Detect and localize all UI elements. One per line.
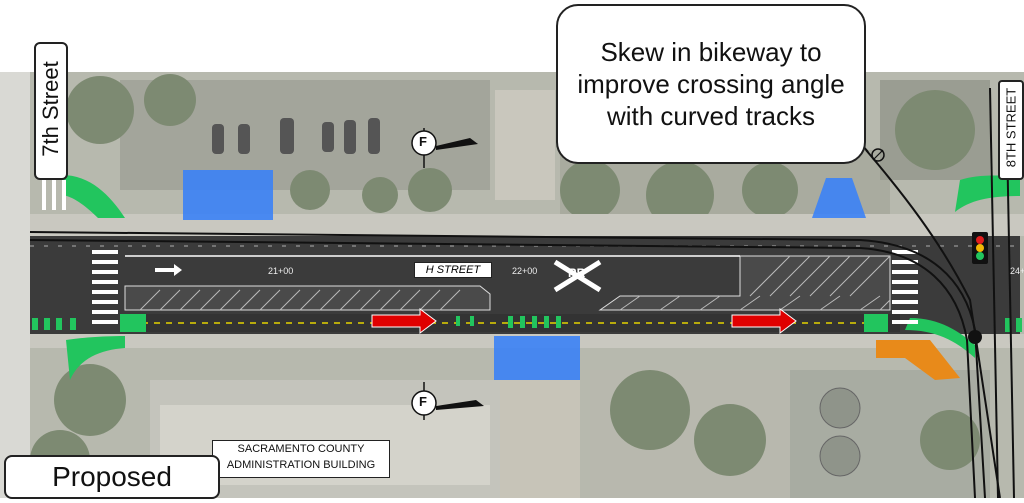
trees-north <box>66 74 975 229</box>
building-label-line1: SACRAMENTO COUNTY <box>237 443 365 455</box>
station-21: 21+00 <box>268 266 294 276</box>
signal-equipment-area <box>876 340 960 380</box>
f-symbol-south <box>411 382 484 420</box>
station-22: 22+00 <box>512 266 538 276</box>
crossing-marker <box>871 148 885 162</box>
callout-box: Skew in bikeway to improve crossing angl… <box>556 4 866 164</box>
lane-markings <box>30 245 1020 257</box>
direction-arrows <box>371 308 797 334</box>
station-24: 24+ <box>1010 266 1024 276</box>
eighth-street-label: 8TH STREET <box>998 80 1024 180</box>
proposed-label: Proposed <box>4 455 220 499</box>
f-symbol-north <box>411 128 478 168</box>
building-label: SACRAMENTO COUNTY ADMINISTRATION BUILDIN… <box>212 440 390 478</box>
callout-text: Skew in bikeway to improve crossing angl… <box>577 37 845 131</box>
seventh-street-label: 7th Street <box>34 42 68 180</box>
eighth-street-text: 8TH STREET <box>1003 87 1019 168</box>
bus-stop-pad-north <box>183 170 273 220</box>
f-label-south: F <box>419 394 427 409</box>
railroad-crossing-marking <box>553 259 602 293</box>
bikeway-green-paint <box>32 314 1022 332</box>
crosswalks <box>42 180 918 324</box>
bus-stop-pad-northeast <box>812 178 866 218</box>
track-switch-point <box>968 330 982 344</box>
h-street-label: H STREET <box>414 262 492 278</box>
curved-tracks <box>29 87 1015 499</box>
seventh-street-text: 7th Street <box>38 61 63 157</box>
parked-cars <box>212 118 380 154</box>
bus-stop-pad-south <box>494 336 580 380</box>
building-label-line2: ADMINISTRATION BUILDING <box>226 459 376 471</box>
rr-label: RR <box>568 266 586 280</box>
f-label-north: F <box>419 134 427 149</box>
